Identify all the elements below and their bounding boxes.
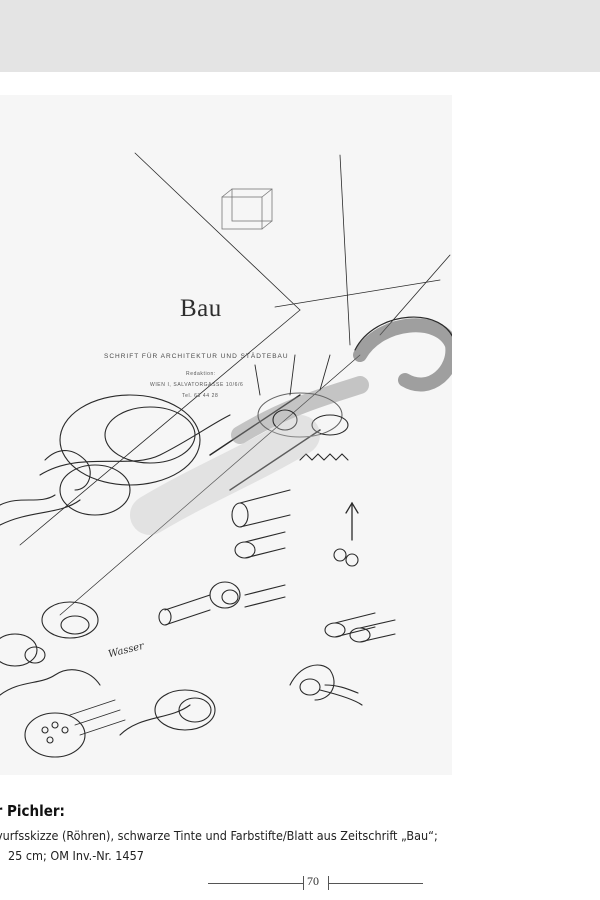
letterhead-address-line-1: Redaktion: [186,371,216,377]
caption-line-1: vurfsskizze (Röhren), schwarze Tinte und… [0,828,438,843]
footer-rule-right [328,883,423,884]
caption-author: ter Pichler: [0,802,65,820]
letterhead-subtitle: SCHRIFT FÜR ARCHITEKTUR UND STÄDTEBAU [104,353,289,360]
footer-rule-left [208,883,303,884]
footer-tick-left [303,876,304,890]
letterhead-address-line-2: WIEN I, SALVATORGASSE 10/6/6 [150,382,244,388]
letterhead-title: Bau [180,295,222,322]
letterhead-address-line-3: Tel. 63 44 28 [182,393,219,399]
caption-line-2: 25 cm; OM Inv.-Nr. 1457 [8,848,144,863]
sketch-drawing [0,152,452,758]
top-gray-band [0,0,600,72]
page-number: 70 [307,874,319,888]
sketch-image: Bau SCHRIFT FÜR ARCHITEKTUR UND STÄDTEBA… [0,95,452,775]
bau-logo-cube [221,188,273,230]
